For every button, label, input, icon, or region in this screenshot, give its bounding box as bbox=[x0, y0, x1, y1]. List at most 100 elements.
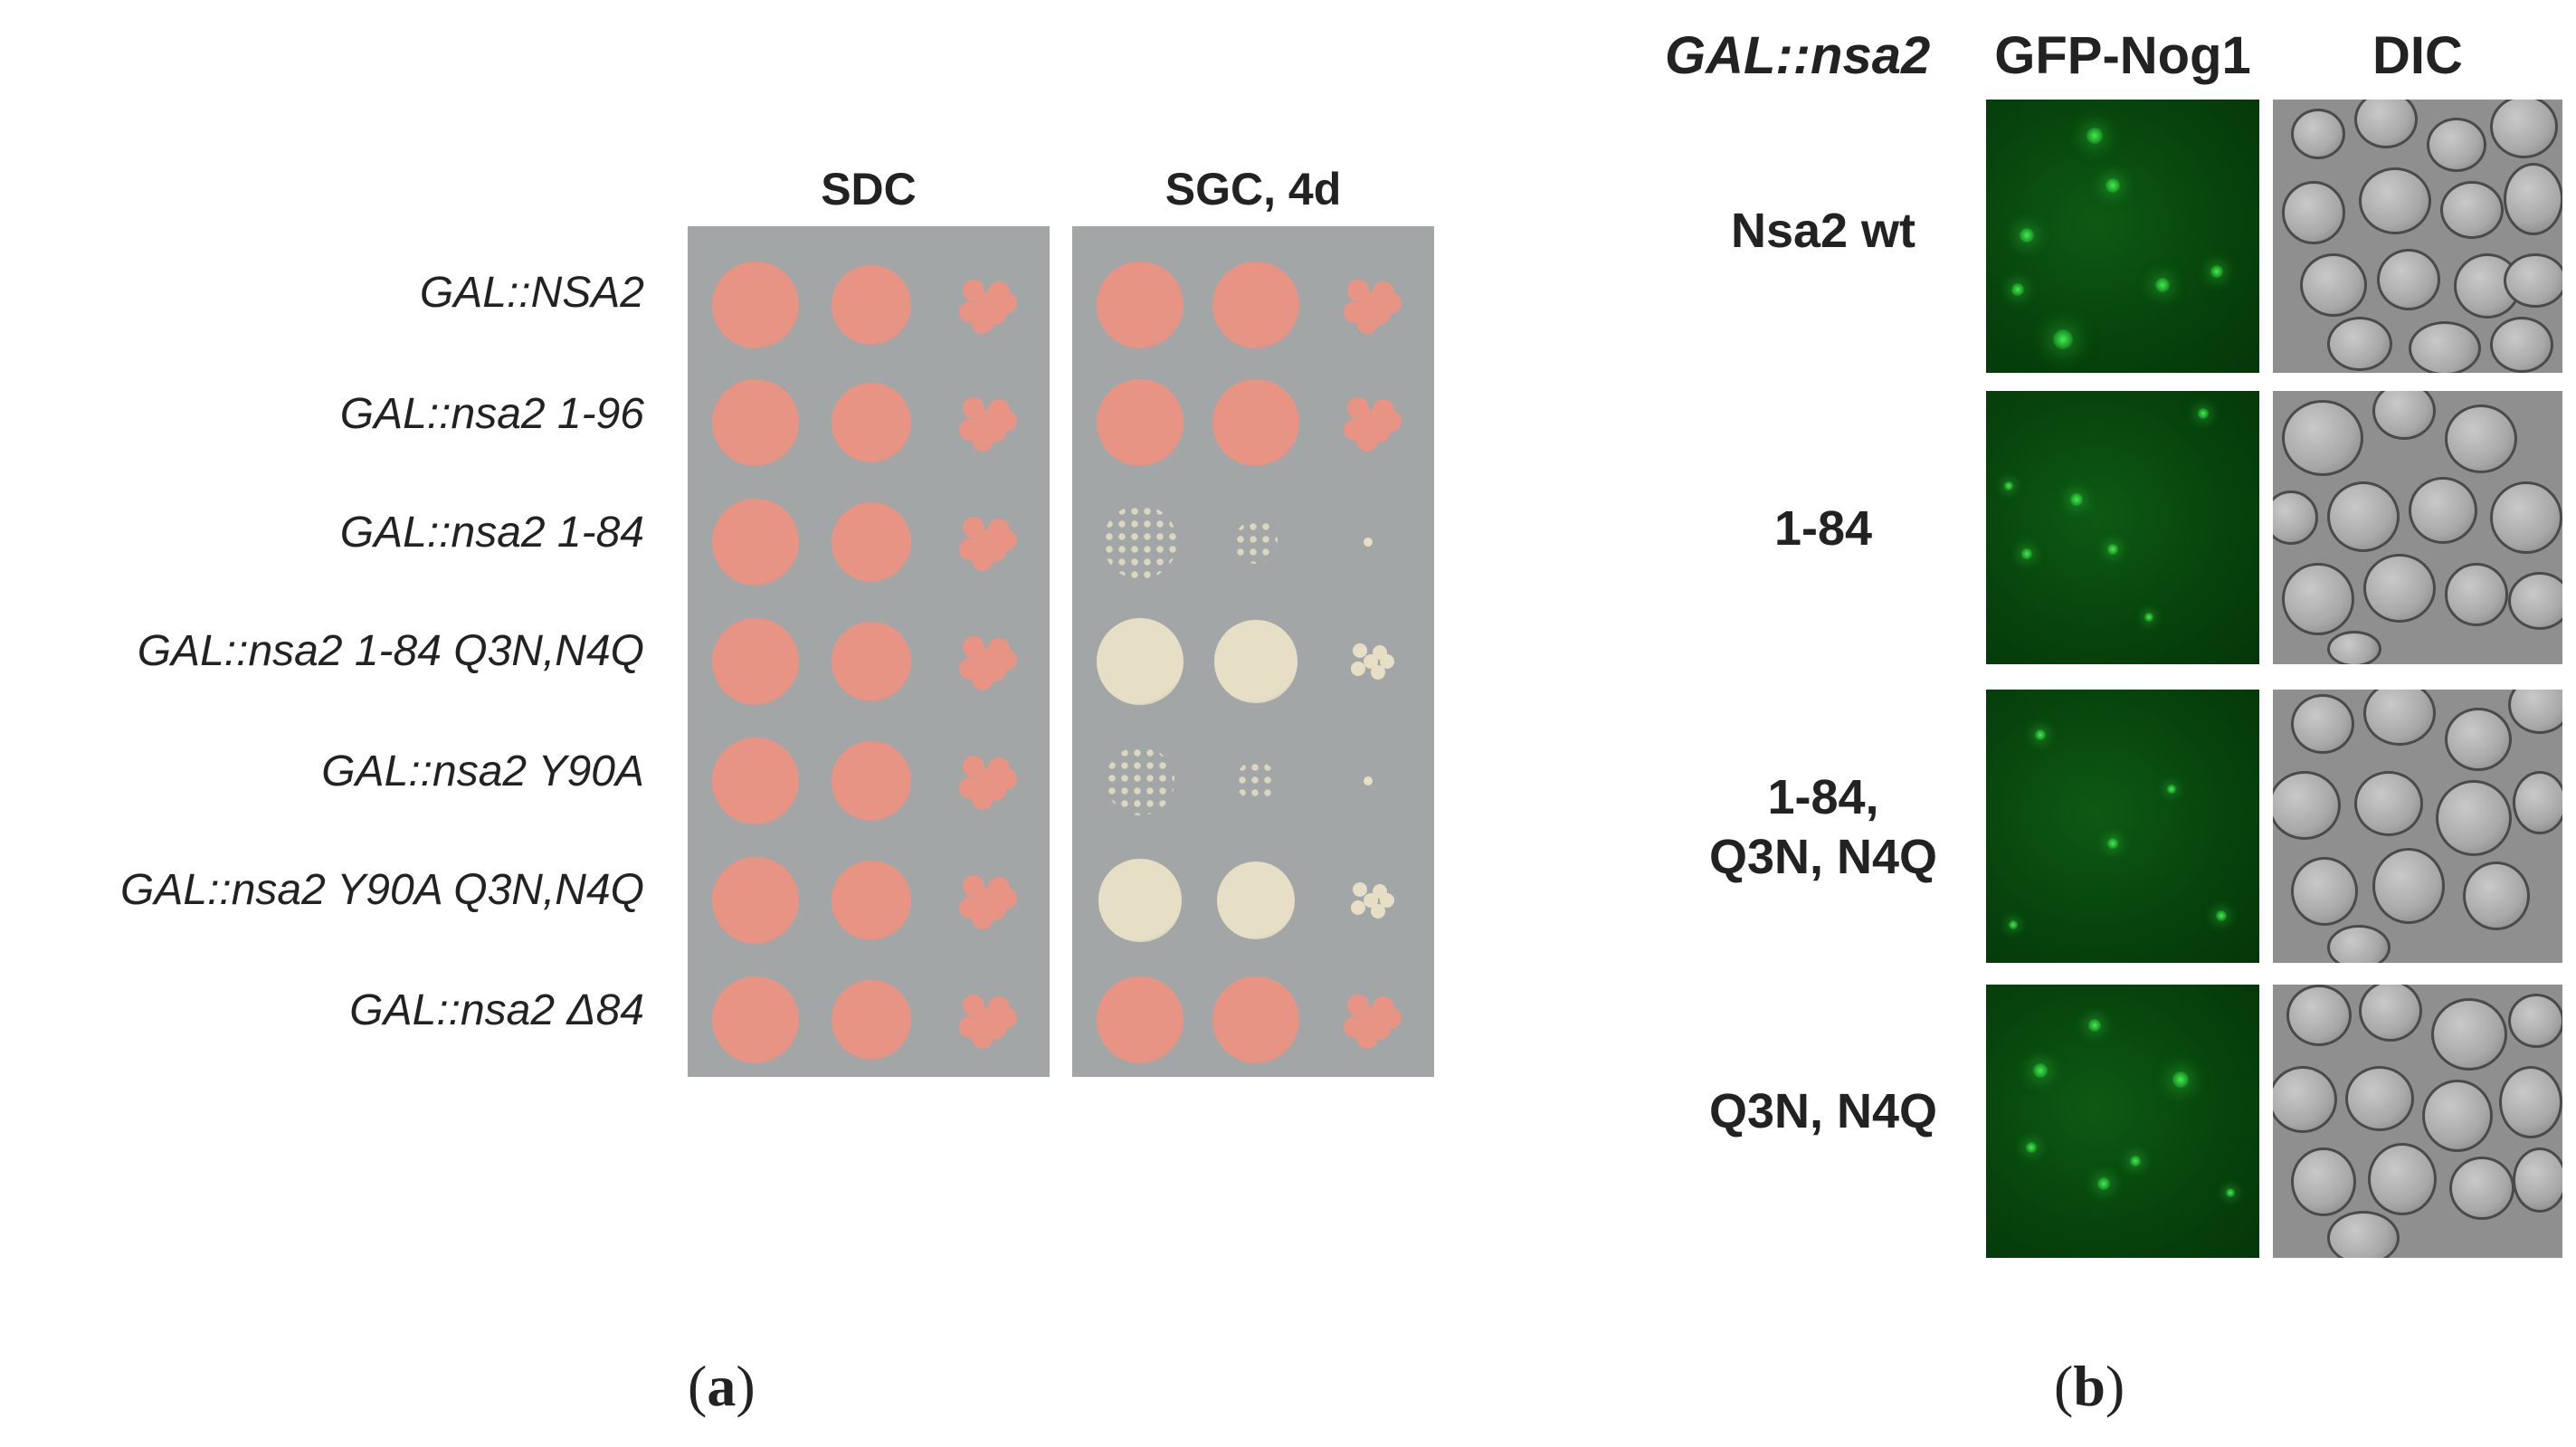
yeast-spot bbox=[712, 499, 799, 585]
yeast-spot bbox=[1216, 861, 1296, 940]
yeast-cell bbox=[2363, 690, 2436, 746]
yeast-spot bbox=[1351, 900, 1365, 915]
yeast-spot bbox=[1380, 893, 1394, 908]
yeast-spot bbox=[1380, 410, 1402, 432]
yeast-spot bbox=[832, 861, 911, 940]
yeast-spot bbox=[972, 312, 993, 334]
yeast-spot bbox=[1353, 643, 1367, 658]
yeast-cell bbox=[2463, 862, 2530, 930]
yeast-cell bbox=[2291, 1147, 2356, 1216]
strain-label: GAL::nsa2 1-96 bbox=[339, 390, 644, 438]
yeast-spot bbox=[995, 649, 1017, 671]
fluorescent-spot bbox=[2035, 729, 2046, 740]
yeast-spot bbox=[975, 768, 997, 790]
gfp-nog1-image bbox=[1986, 391, 2259, 664]
yeast-spot bbox=[1212, 976, 1299, 1063]
yeast-cell bbox=[2273, 1066, 2337, 1133]
fluorescent-spot bbox=[2210, 265, 2223, 278]
fluorescent-spot bbox=[2107, 838, 2118, 849]
yeast-cell bbox=[2282, 563, 2354, 635]
fluorescent-spot bbox=[2105, 178, 2120, 193]
column-header-gfp: GFP-Nog1 bbox=[1994, 26, 2251, 85]
yeast-cell bbox=[2273, 490, 2318, 545]
sdc-plate bbox=[688, 226, 1050, 1077]
yeast-spot bbox=[975, 529, 997, 551]
yeast-spot bbox=[972, 430, 993, 452]
panel-b-title: GAL::nsa2 bbox=[1665, 26, 1931, 85]
yeast-spot bbox=[712, 618, 799, 705]
yeast-spot bbox=[712, 379, 799, 466]
yeast-cell bbox=[2368, 1143, 2437, 1215]
yeast-cell bbox=[2327, 1211, 2400, 1258]
gfp-nog1-image bbox=[1986, 100, 2259, 373]
yeast-cell bbox=[2354, 100, 2418, 148]
fluorescent-spot bbox=[2198, 408, 2209, 419]
yeast-spot bbox=[1212, 262, 1299, 348]
yeast-spot bbox=[1364, 893, 1378, 908]
yeast-spot bbox=[975, 888, 997, 909]
yeast-cell bbox=[2431, 998, 2507, 1071]
fluorescent-spot bbox=[2088, 1019, 2101, 1032]
yeast-cell bbox=[2508, 690, 2562, 734]
fluorescent-spot bbox=[2020, 228, 2034, 243]
fluorescent-spot bbox=[2033, 1063, 2048, 1078]
yeast-cell bbox=[2422, 1080, 2493, 1152]
yeast-cell bbox=[2359, 985, 2422, 1042]
yeast-cell bbox=[2513, 1147, 2562, 1213]
dic-image bbox=[2273, 690, 2562, 963]
yeast-spot bbox=[1097, 379, 1183, 466]
panel-b-label: (b) bbox=[2054, 1354, 2125, 1418]
yeast-spot bbox=[975, 649, 997, 671]
yeast-spot bbox=[1353, 882, 1367, 897]
yeast-cell bbox=[2504, 253, 2562, 308]
fluorescent-spot bbox=[2004, 481, 2013, 490]
yeast-spot bbox=[1097, 262, 1183, 348]
yeast-spot bbox=[832, 265, 911, 345]
yeast-cell bbox=[2490, 481, 2562, 554]
yeast-cell bbox=[2436, 780, 2512, 856]
yeast-spot bbox=[995, 768, 1017, 790]
yeast-spot bbox=[1364, 654, 1378, 669]
yeast-spot bbox=[1356, 430, 1378, 452]
yeast-spot bbox=[972, 908, 993, 929]
yeast-cell bbox=[2409, 477, 2477, 544]
row-label: 1-84, Q3N, N4Q bbox=[1708, 770, 1938, 884]
gfp-nog1-image bbox=[1986, 690, 2259, 963]
yeast-cell bbox=[2445, 563, 2508, 626]
yeast-spot bbox=[832, 502, 911, 582]
strain-label: GAL::nsa2 1-84 Q3N,N4Q bbox=[137, 627, 644, 675]
yeast-cell bbox=[2504, 163, 2562, 235]
yeast-spot bbox=[1097, 618, 1183, 705]
yeast-cell bbox=[2327, 481, 2400, 552]
fluorescent-spot bbox=[2130, 1156, 2141, 1166]
yeast-spot bbox=[1356, 1027, 1378, 1049]
yeast-spot bbox=[1236, 761, 1276, 801]
fluorescent-spot bbox=[2053, 329, 2073, 349]
yeast-cell bbox=[2513, 771, 2562, 834]
fluorescent-spot bbox=[2226, 1188, 2235, 1197]
yeast-cell bbox=[2377, 249, 2440, 310]
yeast-cell bbox=[2300, 253, 2367, 317]
plate-header-sdc: SDC bbox=[821, 164, 917, 214]
fluorescent-spot bbox=[2172, 1071, 2189, 1088]
yeast-cell bbox=[2445, 708, 2512, 771]
yeast-cell bbox=[2508, 572, 2562, 630]
yeast-cell bbox=[2363, 554, 2436, 623]
yeast-spot bbox=[1371, 904, 1385, 919]
yeast-cell bbox=[2354, 771, 2423, 836]
yeast-cell bbox=[2427, 118, 2486, 172]
yeast-cell bbox=[2359, 167, 2431, 234]
yeast-spot bbox=[1356, 312, 1378, 334]
yeast-cell bbox=[2282, 181, 2345, 244]
yeast-spot bbox=[1214, 620, 1298, 703]
yeast-spot bbox=[712, 738, 799, 824]
yeast-spot bbox=[975, 410, 997, 432]
yeast-spot bbox=[972, 669, 993, 690]
yeast-spot bbox=[972, 788, 993, 810]
yeast-spot bbox=[712, 857, 799, 944]
strain-label: GAL::nsa2 Δ84 bbox=[349, 986, 644, 1034]
yeast-spot bbox=[832, 383, 911, 462]
row-label: 1-84 bbox=[1773, 501, 1873, 556]
yeast-spot bbox=[1371, 665, 1385, 680]
